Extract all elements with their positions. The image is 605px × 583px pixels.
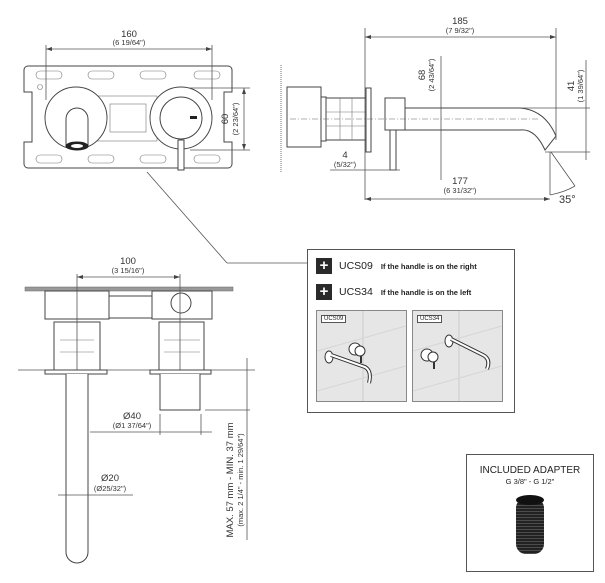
dia40-dim: Ø40 bbox=[123, 411, 141, 422]
option-desc: If the handle is on the right bbox=[380, 261, 477, 271]
height-68-dim-in: (2 43/64") bbox=[427, 58, 436, 91]
reach-dim-in: (7 9/32") bbox=[446, 26, 475, 35]
angle-dim: 35° bbox=[559, 194, 576, 206]
offset-dim: 4 bbox=[342, 150, 347, 161]
side-view: 185 (7 9/32") 68 (2 43/64") 41 (1 39/64"… bbox=[280, 16, 590, 206]
spout-dim: 177 bbox=[452, 176, 468, 187]
adapter-subtitle: G 3/8" - G 1/2" bbox=[505, 477, 555, 486]
width-dim-in: (6 19/64") bbox=[113, 38, 146, 47]
threaded-adapter-icon bbox=[516, 495, 544, 554]
thumbnail-label: UCS34 bbox=[417, 315, 443, 323]
width-dim: 160 bbox=[121, 29, 137, 40]
drop-dim: 41 bbox=[566, 81, 577, 92]
option-code: UCS09 bbox=[339, 260, 373, 272]
dia20-dim: Ø20 bbox=[101, 473, 119, 484]
thumbnail-ucs34: UCS34 bbox=[412, 310, 503, 402]
drop-dim-in: (1 39/64") bbox=[576, 69, 585, 102]
plus-icon[interactable]: + bbox=[316, 284, 332, 300]
depth-dim-in: (max. 2 1/4" - min. 1 29/64") bbox=[236, 433, 245, 527]
thumbnail-ucs09: UCS09 bbox=[316, 310, 407, 402]
option-ucs09[interactable]: + UCS09 If the handle is on the right bbox=[316, 258, 477, 274]
thumbnail-label: UCS09 bbox=[321, 315, 347, 323]
options-panel: + UCS09 If the handle is on the right + … bbox=[307, 249, 515, 413]
option-code: UCS34 bbox=[339, 286, 373, 298]
spacing-dim-in: (3 15/16") bbox=[112, 266, 145, 275]
included-adapter-box: INCLUDED ADAPTER G 3/8" - G 1/2" bbox=[466, 454, 594, 572]
spout-dim-in: (6 31/32") bbox=[444, 186, 477, 195]
height-dim: 60 bbox=[220, 114, 231, 125]
spacing-dim: 100 bbox=[120, 256, 136, 267]
reach-dim: 185 bbox=[452, 16, 468, 27]
top-view: 100 (3 15/16") Ø40 (Ø1 37/64") Ø20 (Ø25/… bbox=[18, 256, 255, 564]
dia20-dim-in: (Ø25/32") bbox=[94, 484, 127, 493]
dia40-dim-in: (Ø1 37/64") bbox=[113, 421, 152, 430]
offset-dim-in: (5/32") bbox=[334, 160, 357, 169]
height-dim-in: (2 23/64") bbox=[231, 102, 240, 135]
depth-dim: MAX. 57 mm - MIN. 37 mm bbox=[225, 422, 236, 537]
spout bbox=[404, 107, 557, 151]
plus-icon[interactable]: + bbox=[316, 258, 332, 274]
front-view: 160 (6 19/64") 60 (2 23/64") bbox=[23, 29, 307, 264]
height-68-dim: 68 bbox=[417, 70, 428, 81]
option-desc: If the handle is on the left bbox=[380, 287, 472, 297]
adapter-title: INCLUDED ADAPTER bbox=[479, 465, 581, 476]
option-ucs34[interactable]: + UCS34 If the handle is on the left bbox=[316, 284, 471, 300]
